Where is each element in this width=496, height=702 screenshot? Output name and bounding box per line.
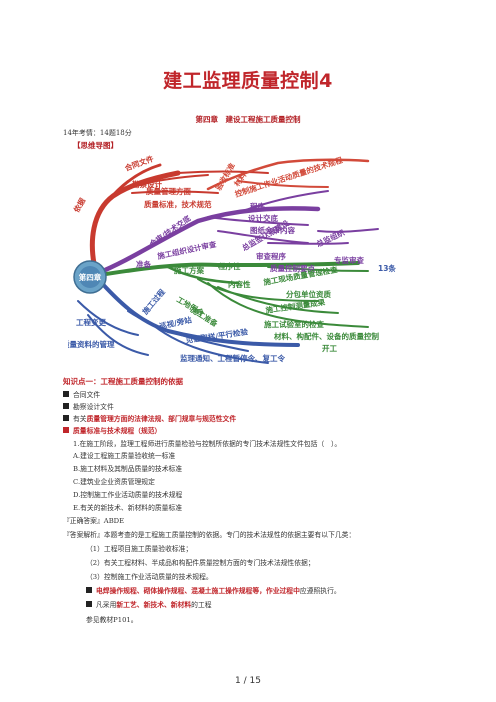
node-material-control: 材料、构配件、设备的质量控制: [274, 331, 379, 341]
bullet-square-icon: [63, 427, 69, 433]
list-item: 合同文件: [63, 389, 100, 399]
node-notices: 监理通知、工程暂停令、复工令: [180, 353, 285, 363]
document-title: 建工监理质量控制4: [163, 70, 333, 92]
node-content: 内容性: [228, 279, 251, 289]
list-item: 有关质量管理方面的法律法规、部门规章与规范性文件: [63, 413, 236, 423]
node-review: 会审/技术交底: [147, 213, 192, 249]
list-item: 凡采用新工艺、新技术、新材料的工程: [86, 599, 212, 609]
mindmap-side-note: 13条: [378, 263, 396, 273]
node-org-design-review: 施工组织设计审查: [156, 239, 217, 261]
node-basis: 依据: [71, 196, 87, 214]
analysis-point: （1）工程项目施工质量验收标准；: [86, 545, 193, 553]
question-option: E.有关的新技术、新材料的质量标准: [73, 504, 183, 512]
node-records: 质量资料的管理: [68, 339, 115, 349]
knowledge-point-title: 知识点一：工程施工质量控制的依据: [63, 377, 183, 386]
question-stem: 1.在施工阶段，监理工程师进行质量检验与控制所依据的专门技术法规性文件包括（ ）…: [73, 440, 342, 448]
chapter-heading: 第四章 建设工程施工质量控制: [195, 115, 301, 124]
bullet-square-icon: [63, 403, 69, 409]
node-construction-plan: 施工方案: [174, 265, 204, 275]
node-quality-mgmt: 质量管理方面: [146, 186, 191, 196]
bullet-square-icon: [86, 587, 92, 593]
node-procedural: 程序性: [218, 261, 241, 271]
node-change: 工程变更: [76, 317, 106, 327]
question-option: A.建设工程施工质量验收统一标准: [73, 452, 176, 460]
node-survey: 勘察设计: [132, 179, 162, 189]
bullet-square-icon: [63, 391, 69, 397]
page-number: 1 / 15: [235, 676, 261, 686]
exam-stats: 14年考情：14题18分: [63, 129, 132, 137]
list-item: 质量标准与技术规程（规范）: [63, 425, 161, 435]
question-option: D.控制施工作业活动质量的技术规程: [73, 491, 183, 499]
node-review-procedure: 审查程序: [256, 251, 286, 261]
node-lab-check: 施工试验室的检查: [264, 319, 324, 329]
node-design-brief: 设计交底: [248, 213, 278, 223]
node-preparation: 施工准备: [189, 304, 220, 329]
node-drawing-review: 图纸会审内容: [250, 225, 295, 235]
answer-label: 『正确答案』ABDE: [63, 517, 125, 525]
node-start: 开工: [322, 344, 337, 353]
question-option: C.建筑业企业资质管理规定: [73, 478, 155, 486]
list-item: 电焊操作规程、砌体操作规程、混凝土施工操作规程等，作业过程中应遵照执行。: [86, 585, 341, 595]
mindmap-center-node: 第四章: [73, 260, 107, 294]
question-option: B.施工材料及其制品质量的技术标准: [73, 465, 183, 473]
bullet-square-icon: [63, 415, 69, 421]
node-process: 施工过程: [140, 286, 167, 316]
analysis-point: （2）有关工程材料、半成品和构配件质量控制方面的专门技术法规性依据；: [86, 559, 315, 567]
bullet-square-icon: [86, 601, 92, 607]
node-sub-qualification: 分包单位资质: [286, 289, 331, 299]
node-specialist-review: 专监审查: [334, 255, 364, 265]
list-item: 勘察设计文件: [63, 401, 114, 411]
node-prepare: 准备: [136, 259, 151, 269]
svg-text:第四章: 第四章: [79, 272, 102, 282]
mindmap-label: 【思维导图】: [73, 141, 118, 150]
answer-analysis: 『答案解析』本题考查的是工程施工质量控制的依据。专门的技术法规性的依据主要有以下…: [63, 531, 356, 539]
node-standards: 质量标准，技术规范: [144, 199, 212, 209]
node-control-points: 质量控制要点: [270, 263, 315, 273]
node-acceptance: 验收标准: [213, 161, 237, 192]
node-procedure: 程序: [250, 201, 265, 211]
node-patrol: 巡视/旁站: [158, 314, 193, 331]
mindmap-diagram: 第四章 依据 合同文件 勘察设计 质量管理方面 质量标准，技术规范 验收标准 材…: [68, 153, 396, 364]
analysis-point: （3）控制施工作业活动质量的技术规程。: [86, 573, 213, 581]
textbook-reference: 参见教材P101。: [86, 616, 138, 624]
